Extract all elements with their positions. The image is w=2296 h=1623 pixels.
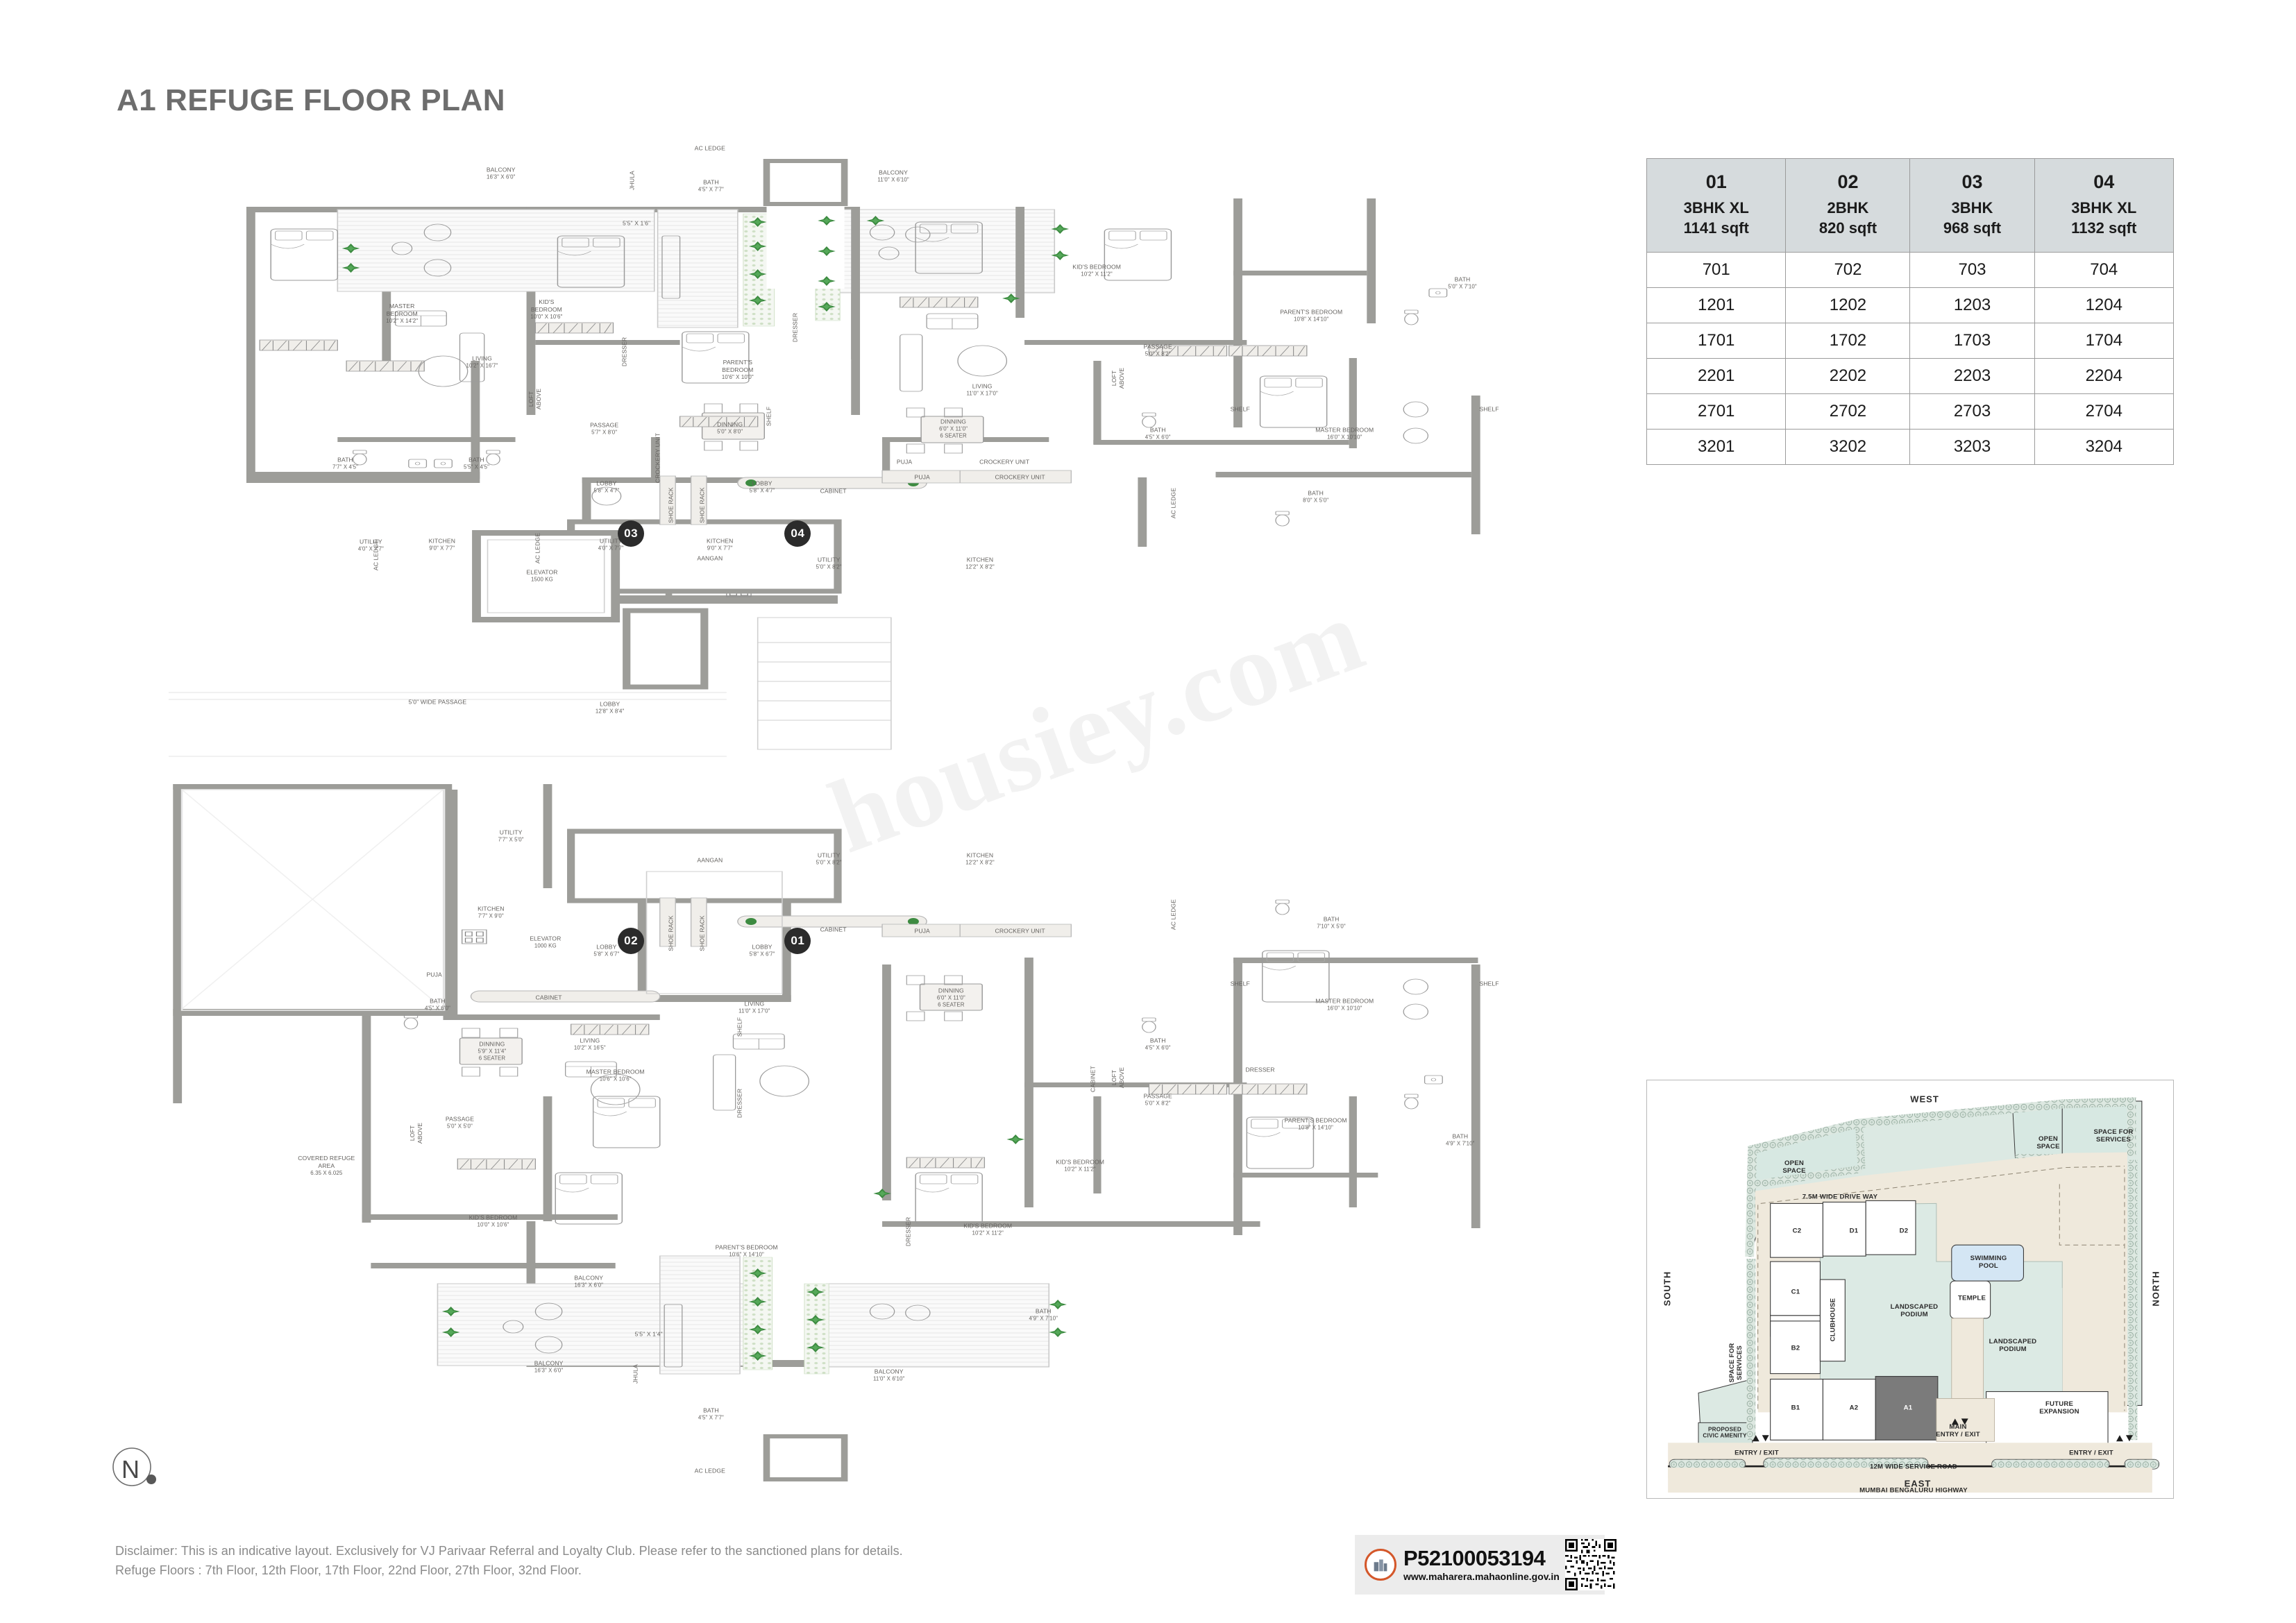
site-plan-label: PROPOSED CIVIC AMENITY (1703, 1426, 1747, 1439)
site-plan-label: SOUTH (1662, 1271, 1673, 1307)
site-block-B1[interactable]: B1 (1791, 1404, 1800, 1412)
disclaimer: Disclaimer: This is an indicative layout… (115, 1542, 903, 1581)
disclaimer-line-1: Disclaimer: This is an indicative layout… (115, 1544, 903, 1558)
disclaimer-line-2: Refuge Floors : 7th Floor, 12th Floor, 1… (115, 1563, 582, 1577)
unit-number-cell: 1701 (1646, 322, 1787, 359)
rera-url: www.maharera.mahaonline.gov.in (1403, 1571, 1560, 1582)
unit-number-cell: 701 (1646, 251, 1787, 288)
units-column-header-03: 03 3BHK 968 sqft (1909, 158, 2035, 253)
site-block-A2[interactable]: A2 (1849, 1404, 1859, 1412)
site-plan-label: 7.5M WIDE DRIVE WAY (1802, 1193, 1878, 1201)
unit-number-cell: 1201 (1646, 287, 1787, 323)
site-plan-label: WEST (1910, 1094, 1939, 1105)
unit-number-cell: 1702 (1785, 322, 1911, 359)
unit-area: 820 sqft (1818, 219, 1877, 237)
unit-number-cell: 2204 (2034, 357, 2175, 394)
units-table-element: 01 3BHK XL 1141 sqft 02 2BHK 820 sqft 03 3BHK 96… (1646, 158, 2175, 465)
rera-number: P52100053194 (1403, 1546, 1546, 1570)
site-plan-label: ENTRY / EXIT (1734, 1449, 1779, 1457)
units-table-header-row: 01 3BHK XL 1141 sqft 02 2BHK 820 sqft 03 3BHK 96… (1646, 158, 2175, 253)
page-title: A1 REFUGE FLOOR PLAN (117, 83, 506, 117)
svg-text:N: N (121, 1455, 140, 1484)
unit-area: 1141 sqft (1683, 219, 1749, 237)
unit-number-cell: 3204 (2034, 428, 2175, 465)
unit-badge-04[interactable]: 04 (784, 520, 811, 547)
unit-number-cell: 1703 (1909, 322, 2035, 359)
unit-number-cell: 2704 (2034, 393, 2175, 430)
site-block-B2[interactable]: B2 (1791, 1344, 1800, 1352)
site-block-D1[interactable]: D1 (1849, 1227, 1859, 1235)
unit-type: 3BHK XL (2071, 198, 2137, 216)
unit-number-cell: 1202 (1785, 287, 1911, 323)
unit-number-cell: 2203 (1909, 357, 2035, 394)
unit-type: 2BHK (1827, 198, 1869, 216)
site-plan-label: 12M WIDE SERVICE ROAD (1869, 1463, 1958, 1471)
site-plan-label: SPACE FOR SERVICES (1728, 1343, 1744, 1383)
site-plan-label: OPEN SPACE (2036, 1135, 2060, 1150)
unit-type: 3BHK (1951, 198, 1993, 216)
units-column-header-02: 02 2BHK 820 sqft (1785, 158, 1911, 253)
unit-number-cell: 3203 (1909, 428, 2035, 465)
unit-code: 03 (1961, 171, 1983, 192)
unit-code: 04 (2093, 171, 2115, 192)
unit-number-cell: 703 (1909, 251, 2035, 288)
unit-number-cell: 2703 (1909, 393, 2035, 430)
unit-numbers-table: 01 3BHK XL 1141 sqft 02 2BHK 820 sqft 03 3BHK 96… (1646, 158, 2175, 465)
unit-number-cell: 702 (1785, 251, 1911, 288)
unit-badge-03[interactable]: 03 (618, 520, 645, 547)
units-column-header-04: 04 3BHK XL 1132 sqft (2034, 158, 2175, 253)
site-plan-label: LANDSCAPED PODIUM (1989, 1337, 2037, 1353)
site-plan-label: ENTRY / EXIT (2069, 1449, 2113, 1457)
unit-badge-01[interactable]: 01 (784, 928, 811, 954)
rera-seal-icon (1365, 1549, 1396, 1581)
unit-number-cell: 2702 (1785, 393, 1911, 430)
site-plan-label: FUTURE EXPANSION (2039, 1400, 2079, 1416)
site-block-D2[interactable]: D2 (1899, 1227, 1909, 1235)
unit-number-cell: 2201 (1646, 357, 1787, 394)
site-plan-label: OPEN SPACE (1782, 1159, 1806, 1175)
unit-badge-02[interactable]: 02 (618, 928, 645, 954)
site-plan-label: CLUBHOUSE (1829, 1298, 1837, 1342)
rera-badge: P52100053194 www.maharera.mahaonline.gov… (1355, 1535, 1617, 1595)
site-plan-label: EAST (1904, 1478, 1932, 1489)
unit-number-cell: 704 (2034, 251, 2175, 288)
site-plan-label: MUMBAI BENGALURU HIGHWAY (1859, 1486, 1968, 1495)
unit-area: 1132 sqft (2071, 219, 2137, 237)
unit-type: 3BHK XL (1683, 198, 1749, 216)
site-block-A1[interactable]: A1 (1903, 1404, 1913, 1412)
unit-number-cell: 2202 (1785, 357, 1911, 394)
site-block-C2[interactable]: C2 (1792, 1227, 1802, 1235)
unit-code: 02 (1837, 171, 1859, 192)
north-arrow-icon: N (112, 1447, 156, 1486)
qr-code-icon (1564, 1539, 1617, 1590)
unit-number-cell: 3202 (1785, 428, 1911, 465)
site-plan-label: LANDSCAPED PODIUM (1890, 1302, 1939, 1318)
site-plan-label: NORTH (2150, 1271, 2161, 1307)
units-column-header-01: 01 3BHK XL 1141 sqft (1646, 158, 1787, 253)
site-plan-label: TEMPLE (1957, 1294, 1986, 1302)
site-plan-label: SPACE FOR SERVICES (2093, 1128, 2134, 1144)
unit-code: 01 (1705, 171, 1727, 192)
site-plan-svg (1668, 1097, 2160, 1493)
site-plan-label: SWIMMING POOL (1970, 1254, 2007, 1270)
site-plan-label: MAIN ENTRY / EXIT (1936, 1422, 1980, 1438)
unit-number-cell: 1204 (2034, 287, 2175, 323)
site-block-C1[interactable]: C1 (1791, 1288, 1800, 1296)
unit-number-cell: 2701 (1646, 393, 1787, 430)
unit-number-cell: 1203 (1909, 287, 2035, 323)
unit-number-cell: 1704 (2034, 322, 2175, 359)
unit-area: 968 sqft (1943, 219, 2002, 237)
building-glyph-icon (1374, 1559, 1387, 1572)
floor-plan-svg (168, 137, 1549, 1481)
unit-number-cell: 3201 (1646, 428, 1787, 465)
